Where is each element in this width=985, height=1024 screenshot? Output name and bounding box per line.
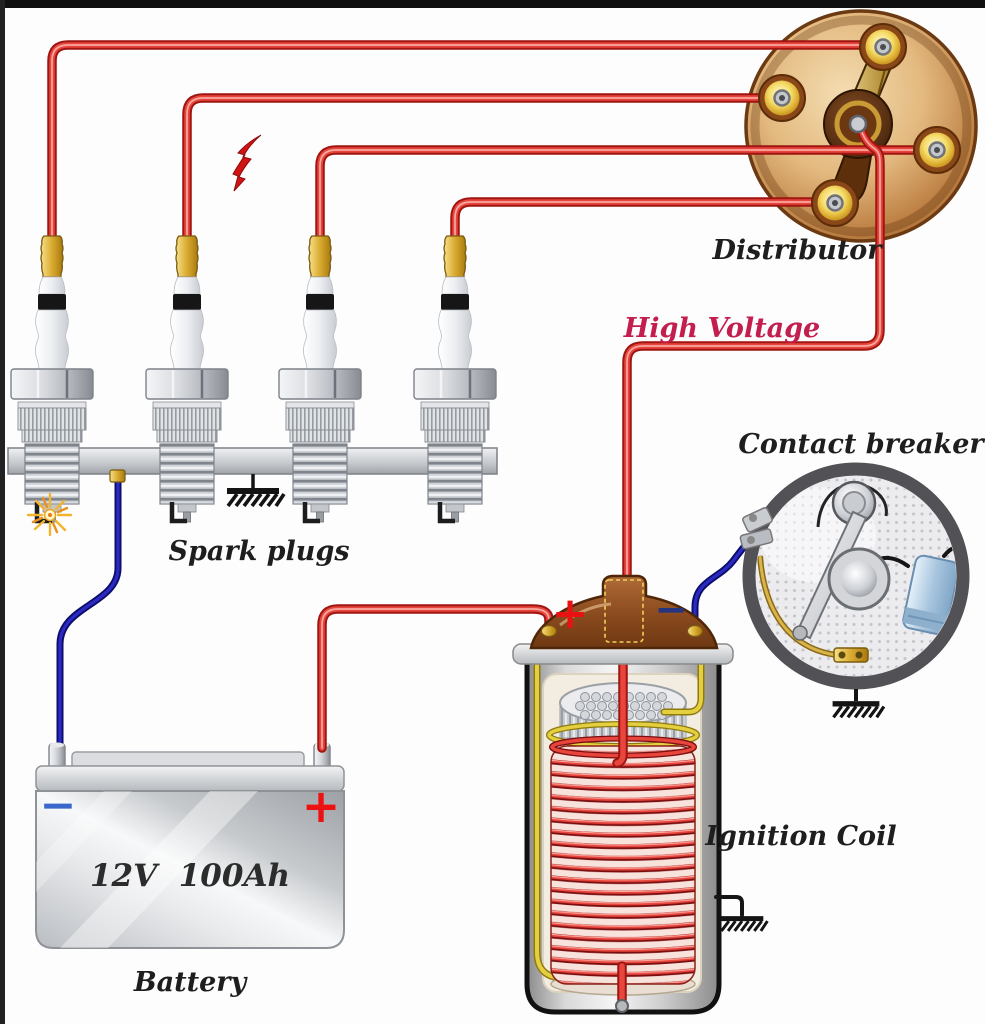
- rail-connector: [109, 469, 126, 483]
- coil-secondary-lead-right: [660, 660, 705, 716]
- ignition-coil: + −: [512, 574, 768, 1015]
- frame-border-left: [0, 0, 5, 1024]
- label-contact-breaker: Contact breaker: [738, 429, 985, 460]
- coil-negative-terminal: [686, 624, 704, 638]
- coil-ground-wire: [714, 895, 744, 917]
- battery-lid: [35, 765, 345, 792]
- breaker-lead-bolts: [739, 507, 774, 550]
- coil-hv-tower: [604, 579, 644, 643]
- coil-cap: [529, 574, 719, 650]
- coil-positive-terminal: [540, 624, 558, 638]
- label-high-voltage: High Voltage: [623, 313, 820, 344]
- diagram-labels: Distributor Spark plugs High Voltage Con…: [133, 235, 985, 998]
- distributor-terminal-1: [858, 22, 908, 72]
- battery-positive-sign: +: [302, 779, 341, 833]
- battery-negative-terminal: [48, 742, 66, 769]
- distributor-terminal-3: [912, 125, 962, 175]
- condenser-capacitor: [902, 554, 956, 636]
- distributor-terminal-2: [757, 73, 807, 123]
- battery-rating: 12V 100Ah: [90, 858, 290, 894]
- coil-negative-sign: −: [654, 587, 688, 633]
- breaker-ground-icon: [833, 704, 884, 718]
- contact-breaker: [739, 462, 970, 718]
- coil-center-lead: [612, 653, 628, 768]
- battery: − + 12V 100Ah: [35, 609, 549, 949]
- lightning-bolt-icon: [232, 134, 262, 192]
- rail-ground-icon: [227, 491, 284, 506]
- spark-plug-rail: [7, 447, 498, 475]
- rotor-center-stud: [848, 114, 868, 134]
- coil-bottom-lead: [615, 961, 629, 1013]
- frame-border-top: [0, 0, 985, 8]
- label-distributor: Distributor: [711, 235, 883, 266]
- battery-body: [35, 790, 345, 949]
- coil-positive-sign: +: [552, 588, 589, 639]
- battery-negative-sign: −: [40, 780, 77, 831]
- coil-ground-icon: [721, 919, 768, 931]
- label-battery: Battery: [133, 967, 249, 998]
- label-ignition-coil: Ignition Coil: [704, 821, 896, 852]
- spark-flash-icon: [26, 492, 73, 537]
- breaker-terminal-block: [833, 647, 869, 663]
- label-spark-plugs: Spark plugs: [168, 536, 349, 567]
- coil-primary-winding: [550, 745, 696, 985]
- distributor-terminal-4: [810, 178, 860, 228]
